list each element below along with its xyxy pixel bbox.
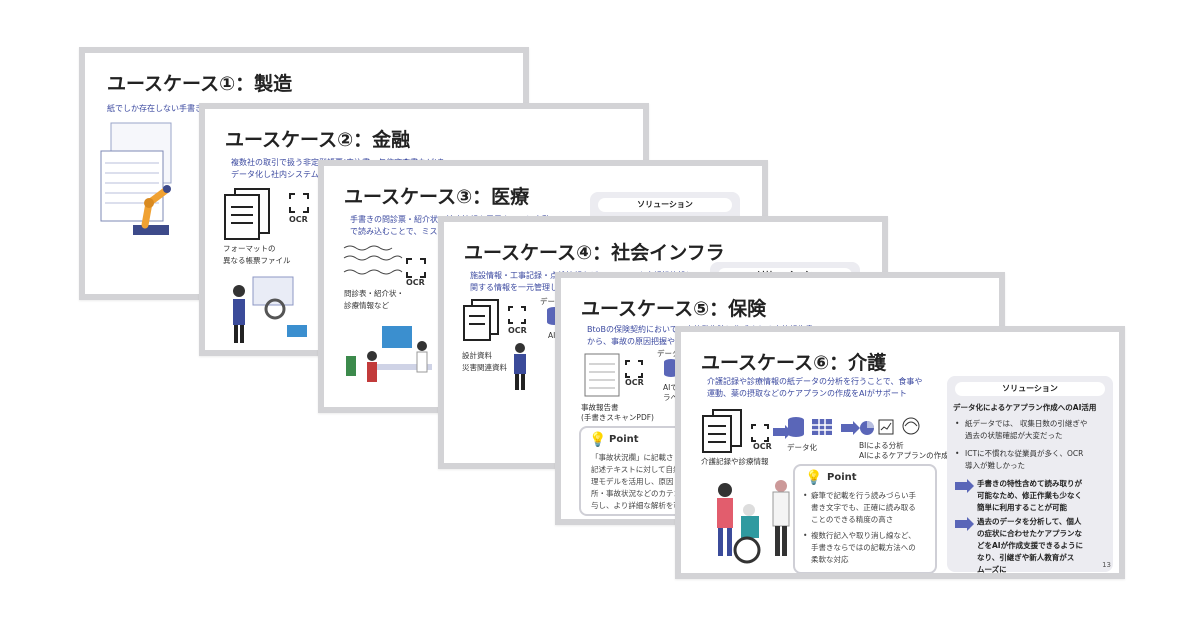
bullet-dot: • bbox=[955, 449, 960, 458]
point-box: 💡 Point • 癖筆で記載を行う読みづらい手 書き文字でも、正確に読み取る … bbox=[793, 464, 937, 573]
scan-frame-icon bbox=[751, 424, 769, 442]
page-number: 13 bbox=[1102, 561, 1111, 569]
point-text-2: 記述テキストに対して自然 bbox=[591, 465, 681, 474]
solution-result-2-line-1: 過去のデータを分析して、個人 bbox=[977, 517, 1082, 526]
document-stack-icon bbox=[224, 188, 270, 240]
slide-description-line-2: 運動、薬の摂取などのケアプランの作成をAIがサポート bbox=[707, 389, 907, 398]
caption-line-2: 異なる帳票ファイル bbox=[223, 256, 291, 265]
document-stack-icon bbox=[702, 409, 742, 453]
scan-frame-icon bbox=[406, 258, 426, 278]
solution-result-2-line-3: どをAIが作成支援できるように bbox=[977, 541, 1083, 550]
solution-item-1-line-1: 紙データでは、 収集日数の引継ぎや bbox=[965, 419, 1088, 428]
solution-item-2-line-1: ICTに不慣れな従業員が多く、OCR bbox=[965, 449, 1084, 458]
data-label: データ化 bbox=[787, 443, 817, 452]
point-label: Point bbox=[827, 472, 857, 483]
robot-arm-icon bbox=[133, 185, 171, 235]
handwritten-notes-illustration bbox=[343, 245, 403, 275]
solution-panel: ソリューション データ化によるケアプラン作成へのAI活用 • 紙データでは、 収… bbox=[947, 376, 1113, 573]
point-text-4: 所・事故状況などのカテゴ bbox=[591, 489, 681, 498]
worker-illustration bbox=[514, 343, 526, 390]
caregiver-illustration bbox=[717, 480, 790, 564]
point-label: Point bbox=[609, 434, 639, 445]
database-icon bbox=[788, 417, 804, 437]
data-label: データ bbox=[540, 297, 563, 306]
ocr-label: OCR bbox=[625, 378, 644, 387]
slide-description-line-2: で読み込むことで、ミスや bbox=[350, 227, 446, 236]
caption-line-1: 問診表・紹介状・ bbox=[344, 289, 404, 298]
slide-6-nursing-care[interactable]: ユースケース⑥：介護 介護記録や診療情報の紙データの分析を行うことで、食事や 運… bbox=[675, 326, 1125, 579]
slide-description-line-2: から、事故の原因把握や予 bbox=[587, 337, 683, 346]
slide-title: ユースケース⑥：介護 bbox=[701, 352, 887, 374]
slide-title: ユースケース⑤：保険 bbox=[581, 298, 767, 320]
slide-description-line-2: データ化し社内システムへ bbox=[231, 170, 327, 179]
ocr-label: OCR bbox=[289, 215, 308, 224]
slide-title: ユースケース④：社会インフラ bbox=[464, 242, 725, 264]
solution-result-2-line-2: の症状に合わせたケアプランな bbox=[977, 529, 1082, 538]
slide-description: 紙でしか存在しない手書き bbox=[107, 104, 203, 113]
point-text-3: 理モデルを活用し、原因 bbox=[591, 477, 674, 486]
point-bullet-2-line-2: 手書きならではの記載方法への bbox=[811, 543, 916, 552]
analysis-icons bbox=[860, 417, 920, 435]
slide-description-line-2: 関する情報を一元管理し、 bbox=[470, 283, 566, 292]
scan-frame-icon bbox=[508, 306, 526, 324]
slide-description-line-1: 介護記録や診療情報の紙データの分析を行うことで、食事や bbox=[707, 377, 923, 386]
caption-line-2: 診療情報など bbox=[344, 301, 389, 310]
analyst-illustration bbox=[233, 276, 307, 343]
accident-report-icon bbox=[584, 353, 620, 397]
ocr-label: OCR bbox=[753, 442, 772, 451]
point-bullet-1-line-2: 書き文字でも、正確に読み取る bbox=[811, 503, 916, 512]
ai-label: AIで bbox=[663, 383, 678, 392]
solution-heading: ソリューション bbox=[955, 382, 1105, 396]
solution-title: データ化によるケアプラン作成へのAI活用 bbox=[953, 403, 1097, 412]
arrow-right-icon bbox=[841, 421, 860, 435]
arrow-right-icon bbox=[773, 425, 792, 439]
document-forms-illustration bbox=[100, 122, 172, 222]
slide-title: ユースケース③：医療 bbox=[344, 186, 530, 208]
bullet-dot: • bbox=[803, 531, 808, 540]
caption-line-2: (手書きスキャンPDF) bbox=[581, 413, 654, 422]
lightbulb-icon: 💡 bbox=[805, 470, 823, 486]
slide-title: ユースケース①：製造 bbox=[107, 73, 293, 95]
solution-result-1-line-1: 手書きの特性含めて読み取りが bbox=[977, 479, 1082, 488]
analysis-label-1: BIによる分析 bbox=[859, 441, 904, 450]
caption-line-2: 災害関連資料 bbox=[462, 363, 507, 372]
caption-line-1: 事故報告書 bbox=[581, 403, 619, 412]
medical-staff-illustration bbox=[346, 326, 432, 382]
ocr-label: OCR bbox=[508, 326, 527, 335]
point-text-5: 与し、より詳細な解析を可 bbox=[591, 501, 681, 510]
lightbulb-icon: 💡 bbox=[589, 432, 607, 448]
database-icon bbox=[664, 359, 678, 377]
scan-frame-icon bbox=[289, 193, 309, 213]
ocr-label: OCR bbox=[406, 278, 425, 287]
point-bullet-2-line-1: 複数行記入や取り消し線など、 bbox=[811, 531, 916, 540]
caption-line-1: フォーマットの bbox=[223, 244, 276, 253]
solution-result-2-line-5: ムーズに bbox=[977, 565, 1007, 574]
solution-result-2-line-4: なり、引継ぎや新人教育がス bbox=[977, 553, 1075, 562]
table-grid-icon bbox=[812, 419, 832, 435]
slide-title: ユースケース②：金融 bbox=[225, 129, 411, 151]
analysis-label-2: AIによるケアプランの作成 bbox=[859, 451, 949, 460]
caption-line-1: 設計資料 bbox=[462, 351, 492, 360]
data-label: データ bbox=[657, 349, 680, 358]
point-bullet-1-line-3: ことのできる精度の高さ bbox=[811, 515, 894, 524]
scan-frame-icon bbox=[625, 360, 643, 378]
point-bullet-2-line-3: 柔軟な対応 bbox=[811, 555, 849, 564]
arrow-right-icon bbox=[955, 479, 974, 493]
ai-label-2: ラベ bbox=[663, 393, 678, 402]
ai-label: AI bbox=[548, 331, 556, 340]
solution-result-1-line-3: 簡単に利用することが可能 bbox=[977, 503, 1067, 512]
document-stack-icon bbox=[463, 299, 499, 341]
arrow-right-icon bbox=[955, 517, 974, 531]
solution-item-2-line-2: 導入が難しかった bbox=[965, 461, 1025, 470]
bullet-dot: • bbox=[803, 491, 808, 500]
solution-item-1-line-2: 過去の状態確認が大変だった bbox=[965, 431, 1063, 440]
point-text-1: 「事故状況欄」に記載さ bbox=[591, 453, 674, 462]
input-caption: 介護記録や診療情報 bbox=[701, 457, 769, 466]
bullet-dot: • bbox=[955, 419, 960, 428]
solution-result-1-line-2: 可能なため、修正作業も少なく bbox=[977, 491, 1082, 500]
point-bullet-1-line-1: 癖筆で記載を行う読みづらい手 bbox=[811, 491, 916, 500]
solution-heading: ソリューション bbox=[598, 198, 732, 212]
